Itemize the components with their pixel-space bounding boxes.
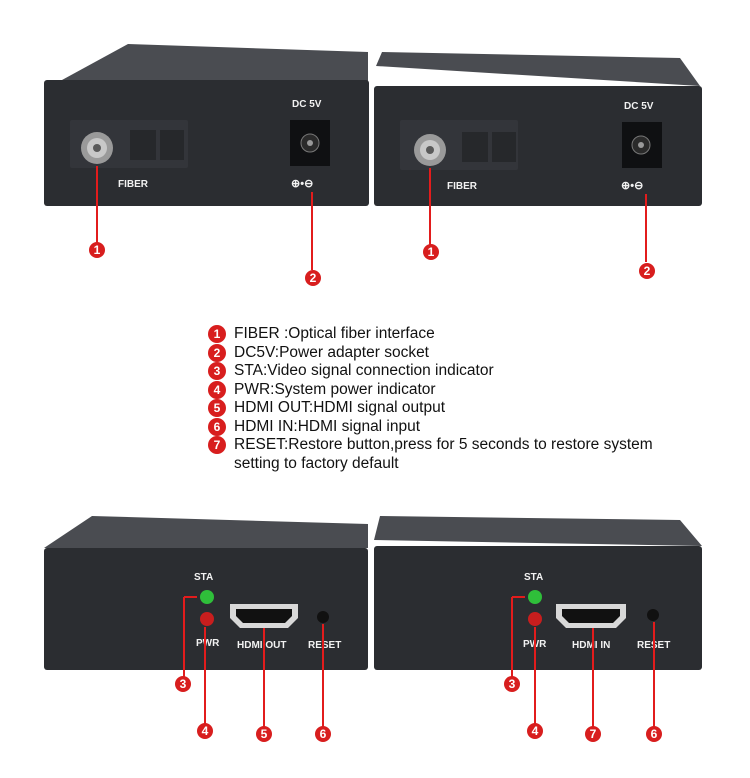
svg-text:3: 3 — [180, 677, 187, 691]
sta-label: STA — [194, 572, 213, 583]
callout-top-1-2: 2 — [305, 270, 321, 286]
legend-number: 5 — [208, 399, 226, 417]
svg-text:2: 2 — [310, 271, 317, 285]
legend-number: 2 — [208, 343, 226, 362]
top-device-1: FIBER DC 5V ⊕•⊖ — [44, 44, 369, 270]
legend-number: 1 — [208, 325, 226, 343]
legend-item: 1 FIBER :Optical fiber interface — [208, 325, 668, 344]
svg-text:4: 4 — [532, 724, 539, 738]
pwr-led-icon — [200, 612, 214, 626]
legend-text: HDMI IN:HDMI signal input — [234, 417, 421, 435]
legend-text: STA:Video signal connection indicator — [234, 362, 494, 379]
bottom-device-1: STA PWR HDMI OUT RESET — [44, 516, 368, 728]
polarity-icon: ⊕•⊖ — [291, 178, 313, 190]
callout-bottom-2-7: 7 — [585, 726, 601, 742]
legend-item: 4 PWR:System power indicator — [208, 380, 668, 400]
reset-button-icon — [317, 611, 329, 623]
svg-text:1: 1 — [94, 243, 101, 257]
callout-bottom-2-6: 6 — [646, 726, 662, 742]
legend-item: 3 STA:Video signal connection indicator — [208, 362, 668, 381]
legend-number: 4 — [208, 380, 226, 399]
svg-text:6: 6 — [320, 727, 327, 741]
callout-bottom-1-6: 6 — [315, 726, 331, 742]
legend-text: PWR:System power indicator — [234, 380, 436, 398]
legend-number: 7 — [208, 436, 226, 454]
svg-text:2: 2 — [644, 264, 651, 278]
reset-button-icon — [647, 609, 659, 621]
legend-item: 5 HDMI OUT:HDMI signal output — [208, 399, 668, 418]
svg-text:7: 7 — [590, 727, 597, 741]
callout-top-1-1: 1 — [89, 242, 105, 258]
legend-item: 2 DC5V:Power adapter socket — [208, 343, 668, 363]
top-device-2: FIBER DC 5V ⊕•⊖ — [374, 52, 702, 262]
pwr-led-icon — [528, 612, 542, 626]
dc-label: DC 5V — [624, 101, 654, 112]
pwr-label: PWR — [196, 638, 220, 649]
fiber-label: FIBER — [447, 181, 478, 192]
bottom-device-2: STA PWR HDMI IN RESET — [374, 516, 702, 728]
svg-text:3: 3 — [509, 677, 516, 691]
svg-text:6: 6 — [651, 727, 658, 741]
hdmi-out-label: HDMI OUT — [237, 640, 286, 651]
legend-item: 6 HDMI IN:HDMI signal input — [208, 417, 668, 437]
callout-top-2-2: 2 — [639, 263, 655, 279]
svg-text:4: 4 — [202, 724, 209, 738]
sta-led-icon — [200, 590, 214, 604]
callout-top-2-1: 1 — [423, 244, 439, 260]
callout-bottom-1-5: 5 — [256, 726, 272, 742]
callout-bottom-2-4: 4 — [527, 723, 543, 739]
callout-bottom-1-4: 4 — [197, 723, 213, 739]
dc-label: DC 5V — [292, 99, 322, 110]
legend-text: FIBER :Optical fiber interface — [234, 325, 435, 342]
svg-text:1: 1 — [428, 245, 435, 259]
legend-item: 7 RESET:Restore button,press for 5 secon… — [208, 436, 668, 473]
polarity-icon: ⊕•⊖ — [621, 180, 643, 192]
callout-bottom-2-3: 3 — [504, 676, 520, 692]
legend-text: HDMI OUT:HDMI signal output — [234, 399, 446, 416]
sta-led-icon — [528, 590, 542, 604]
callout-bottom-1-3: 3 — [175, 676, 191, 692]
sta-label: STA — [524, 572, 543, 583]
hdmi-in-label: HDMI IN — [572, 640, 610, 651]
legend-number: 3 — [208, 362, 226, 380]
fiber-label: FIBER — [118, 179, 149, 190]
legend-text: DC5V:Power adapter socket — [234, 343, 429, 361]
svg-text:5: 5 — [261, 727, 268, 741]
reset-label: RESET — [308, 640, 341, 651]
legend: 1 FIBER :Optical fiber interface 2 DC5V:… — [208, 325, 668, 473]
legend-number: 6 — [208, 417, 226, 436]
legend-text: RESET:Restore button,press for 5 seconds… — [234, 436, 653, 472]
